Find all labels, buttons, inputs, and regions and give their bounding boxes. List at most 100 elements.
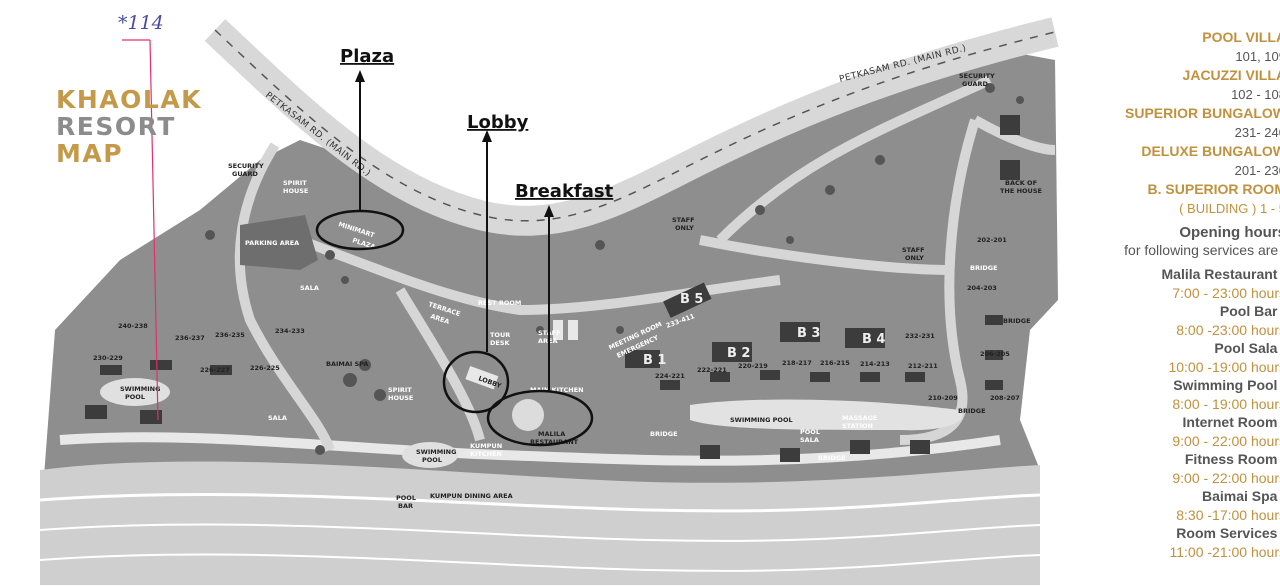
sea-wave [39, 493, 1041, 513]
sea-wave [39, 523, 1041, 542]
service-name: Pool Sala : [1214, 340, 1280, 356]
room-number: 206-205 [980, 350, 1010, 358]
building-label: B 5 [680, 292, 703, 307]
building-label: B 2 [727, 346, 750, 361]
map-label: SWIMMING [120, 385, 160, 393]
room-number: 210-209 [928, 394, 958, 402]
room-number: 218-217 [782, 359, 812, 367]
map-label: SECURITY [228, 162, 264, 170]
service-hours: 8:00 -23:00 hours [1176, 321, 1280, 338]
room-type-name: SUPERIOR BUNGALOW [1125, 105, 1280, 121]
breakfast-annotation [486, 205, 594, 447]
map-label: SWIMMING [416, 448, 456, 456]
map-label: KUMPUN [470, 442, 502, 450]
map-label: POOL [800, 428, 820, 436]
map-label: STATION [842, 422, 873, 430]
service-item: Malila Restaurant : 7:00 - 23:00 hours [1040, 265, 1280, 302]
beach-path [59, 432, 1001, 466]
map-label: BRIDGE [958, 407, 986, 415]
service-item: Room Services : 11:00 -21:00 hours [1040, 524, 1280, 561]
map-label: BRIDGE [650, 430, 678, 438]
map-label: PARKING AREA [245, 239, 299, 247]
opening-hours-subtitle: for following services are : [1124, 242, 1280, 258]
service-item: Swimming Pool :8:00 - 19:00 hours [1040, 376, 1280, 413]
map-label: STAFF [902, 246, 925, 254]
service-name: Fitness Room : [1184, 451, 1280, 467]
map-label: KUMPUN DINING AREA [430, 492, 513, 500]
service-item: Baimai Spa : 8:30 -17:00 hours [1040, 487, 1280, 524]
map-label: SALA [800, 436, 819, 444]
room-number: 208-207 [990, 394, 1020, 402]
room-type: SUPERIOR BUNGALOW 231- 240 [1040, 104, 1280, 142]
service-name: Baimai Spa : [1201, 488, 1280, 504]
trees [205, 83, 1024, 455]
map-label: ONLY [905, 254, 924, 262]
service-name: Room Services : [1176, 525, 1280, 541]
map-label: BAR [398, 502, 413, 510]
service-hours: 11:00 -21:00 hours [1169, 543, 1280, 560]
room-type-name: POOL VILLA [1202, 29, 1280, 45]
map-title: KHAOLAK RESORT MAP [56, 86, 202, 167]
room-number: 224-221 [655, 372, 685, 380]
service-hours: 8:30 -17:00 hours [1176, 506, 1280, 523]
sea-wave [39, 553, 1041, 572]
room-number: 236-237 [175, 334, 205, 342]
room-number: 212-211 [908, 362, 938, 370]
lobby-annotation-label: Lobby [467, 112, 529, 133]
room-number: 240-238 [118, 322, 148, 330]
lobby-annotation [442, 130, 510, 414]
room-number: 216-215 [820, 359, 850, 367]
map-label: SECURITY [959, 72, 995, 80]
room-type-name: B. SUPERIOR ROOM [1147, 181, 1280, 197]
map-label: AREA [538, 337, 558, 345]
room-number: 236-235 [215, 331, 245, 339]
map-label: KITCHEN [470, 450, 502, 458]
map-label: DESK [490, 339, 511, 347]
breakfast-annotation-label: Breakfast [515, 181, 614, 202]
room-type: B. SUPERIOR ROOM ( BUILDING ) 1 - 5 [1040, 180, 1280, 218]
service-name: Internet Room : [1182, 414, 1280, 430]
map-label: HOUSE [283, 187, 308, 195]
building-label: B 1 [643, 353, 666, 368]
plaza-annotation [315, 70, 405, 251]
service-item: Fitness Room :9:00 - 22:00 hours [1040, 450, 1280, 487]
map-label: GUARD [232, 170, 258, 178]
service-name: Pool Bar : [1219, 303, 1280, 319]
map-label: BRIDGE [1003, 317, 1031, 325]
map-label: STAFF [672, 216, 695, 224]
handwritten-note: *114 [118, 12, 164, 34]
room-number: 202-201 [977, 236, 1007, 244]
title-line: MAP [56, 139, 124, 168]
service-item: Pool Bar : 8:00 -23:00 hours [1040, 302, 1280, 339]
map-label: SPIRIT [388, 386, 412, 394]
map-label: SPIRIT [283, 179, 307, 187]
map-label: TOUR [490, 331, 510, 339]
room-blocks [85, 115, 1020, 462]
beach [40, 461, 1040, 585]
room-type-numbers: 201- 230 [1234, 163, 1280, 178]
swimming-pool-right [690, 399, 963, 431]
swimming-pool-left [100, 378, 170, 406]
service-hours: 9:00 - 22:00 hours [1172, 432, 1280, 449]
room-number: 220-219 [738, 362, 768, 370]
room-number: 214-213 [860, 360, 890, 368]
map-label: POOL [396, 494, 416, 502]
map-label: SALA [300, 284, 319, 292]
room-type-name: DELUXE BUNGALOW [1141, 143, 1280, 159]
service-item: Pool Sala :10:00 -19:00 hours [1040, 339, 1280, 376]
service-name: Swimming Pool : [1173, 377, 1280, 393]
map-label: MAIN KITCHEN [530, 386, 584, 394]
resort-map: PETKASAM RD. (MAIN RD.) PETKASAM RD. (MA… [39, 17, 1059, 585]
room-type-numbers: 231- 240 [1234, 125, 1280, 140]
internal-roads [234, 75, 1056, 452]
map-label: RESTAURANT [530, 438, 579, 446]
room-type: DELUXE BUNGALOW 201- 230 [1040, 142, 1280, 180]
note-line [149, 39, 159, 421]
service-hours: 7:00 - 23:00 hours [1172, 284, 1280, 301]
service-name: Malila Restaurant : [1161, 266, 1280, 282]
swimming-pool-mid [402, 442, 458, 468]
room-type-numbers: ( BUILDING ) 1 - 5 [1179, 201, 1280, 216]
map-label: SALA [268, 414, 287, 422]
